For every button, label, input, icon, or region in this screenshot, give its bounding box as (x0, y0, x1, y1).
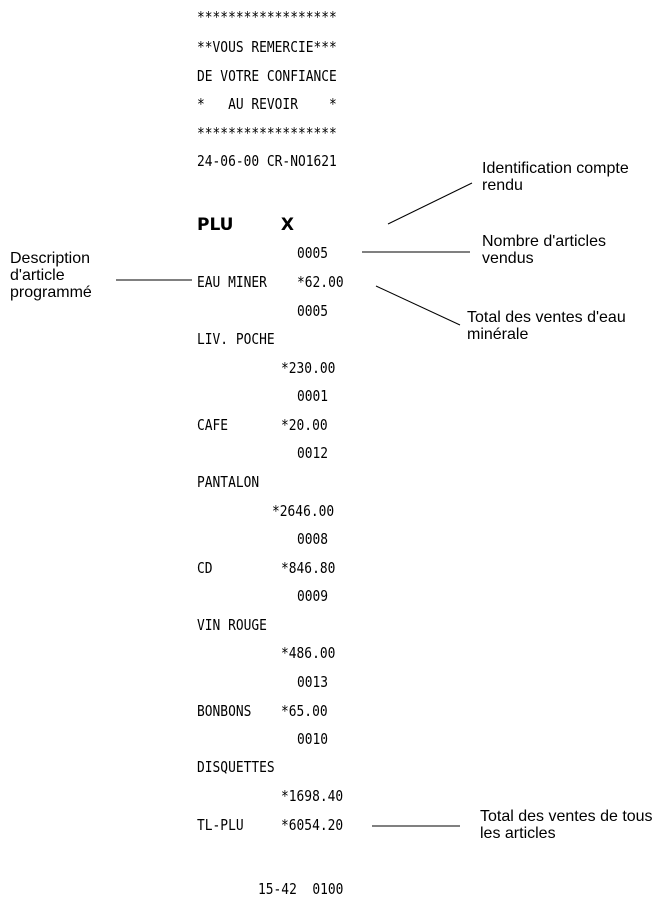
header-line-3: DE VOTRE CONFIANCE (197, 67, 337, 85)
item-name: CD (197, 559, 213, 577)
item-count: 0005 (297, 244, 329, 262)
grand-total-label: TL-PLU (197, 816, 244, 834)
leader-item-total (375, 285, 461, 326)
header-line-1: ****************** (197, 8, 337, 26)
item-count: 0009 (297, 587, 329, 605)
callout-items-count: Nombre d'articles vendus (482, 233, 606, 267)
item-name: PANTALON (197, 473, 260, 491)
item-count: 0010 (297, 730, 329, 748)
callout-report-id: Identification compte rendu (482, 160, 629, 194)
leader-report-id (387, 182, 473, 225)
item-total: *846.80 (281, 559, 336, 577)
item-count: 0001 (297, 387, 329, 405)
header-line-5: ****************** (197, 124, 337, 142)
item-name: CAFE (197, 416, 229, 434)
item-name: DISQUETTES (197, 758, 275, 776)
item-name: VIN ROUGE (197, 616, 267, 634)
item-count: 0008 (297, 530, 329, 548)
item-total: *1698.40 (281, 787, 344, 805)
callout-item-total: Total des ventes d'eau minérale (467, 309, 626, 343)
item-total: *230.00 (281, 359, 336, 377)
item-name: EAU MINER (197, 273, 267, 291)
report-title: PLU X (197, 215, 294, 235)
item-total: *65.00 (281, 702, 328, 720)
header-line-2: **VOUS REMERCIE*** (197, 38, 337, 56)
callout-grand-total: Total des ventes de tous les articles (480, 808, 653, 842)
header-line-4: * AU REVOIR * (197, 95, 337, 113)
item-count: 0013 (297, 673, 329, 691)
item-count: 0005 (297, 302, 329, 320)
item-total: *486.00 (281, 644, 336, 662)
grand-total-value: *6054.20 (281, 816, 344, 834)
footer-time-line: 15-42 0100 (258, 880, 344, 898)
item-name: BONBONS (197, 702, 252, 720)
item-name: LIV. POCHE (197, 330, 275, 348)
item-count: 0012 (297, 444, 329, 462)
item-total: *62.00 (297, 273, 344, 291)
item-total: *20.00 (281, 416, 328, 434)
date-register-line: 24-06-00 CR-NO1621 (197, 152, 337, 170)
callout-item-description: Description d'article programmé (10, 250, 92, 301)
item-total: *2646.00 (272, 502, 335, 520)
